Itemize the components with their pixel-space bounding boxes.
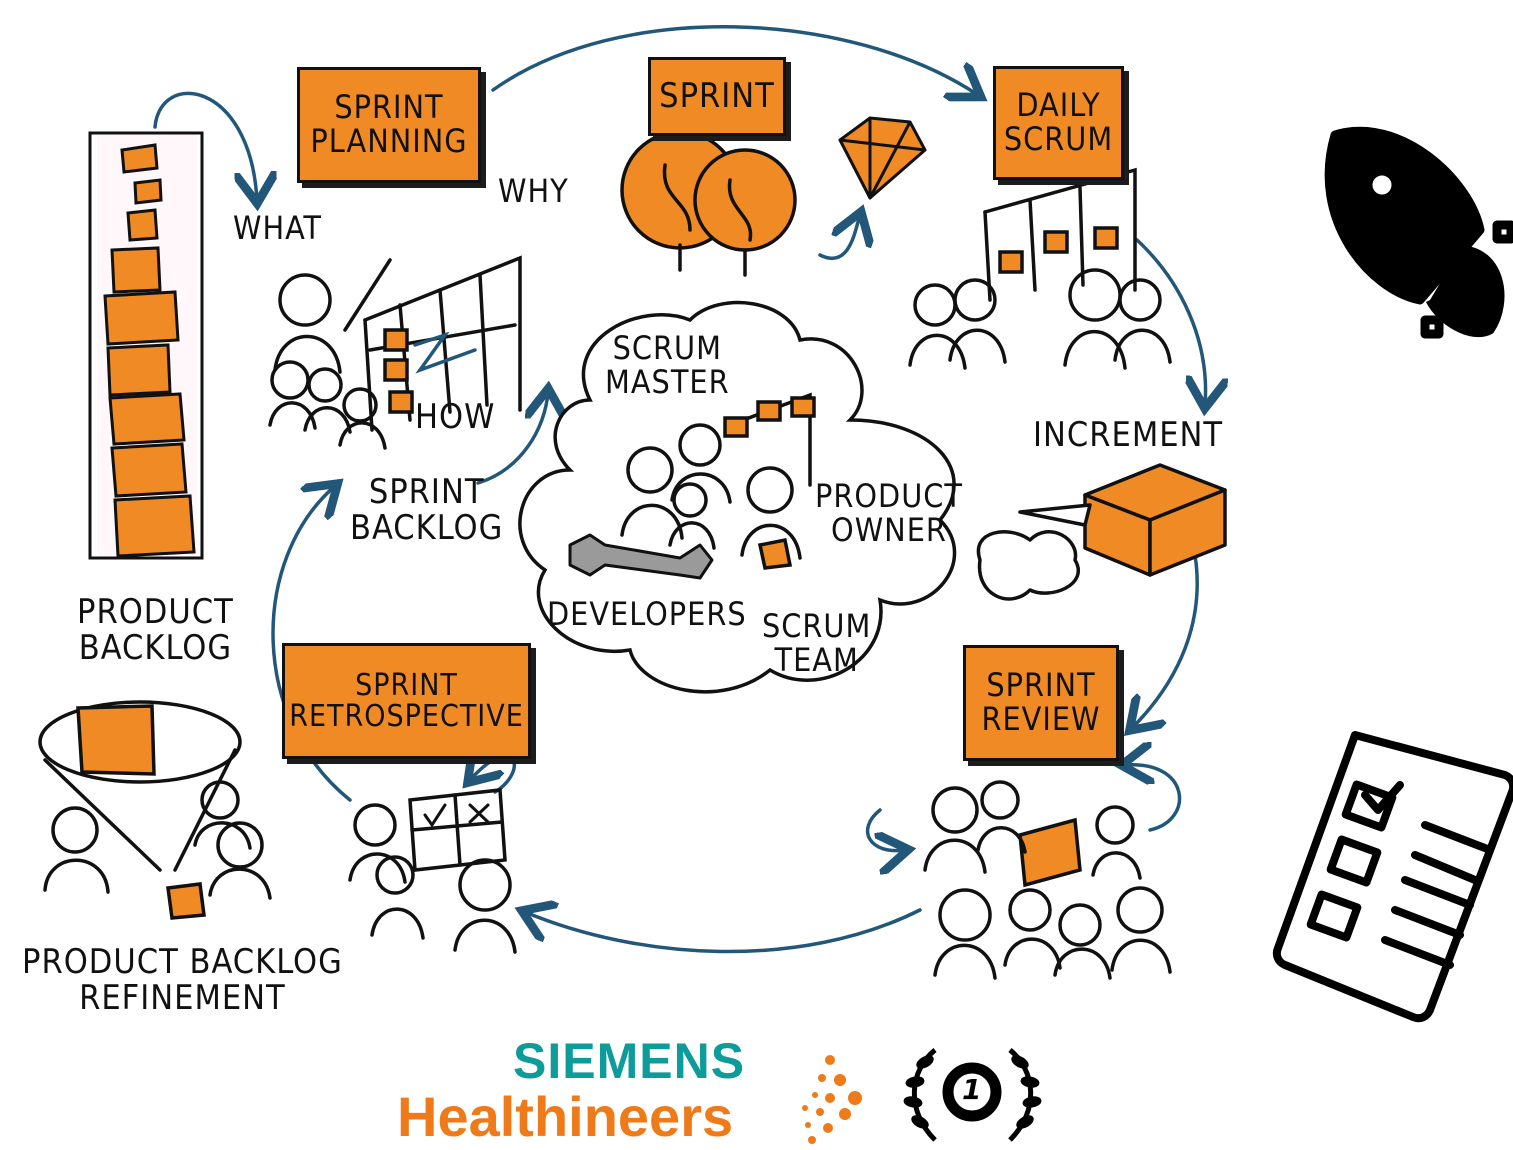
what-label: WHAT: [233, 209, 322, 247]
laurel-badge-icon: [903, 1048, 1042, 1142]
product-backlog-label: PRODUCT BACKLOG: [77, 592, 234, 668]
product-owner-label: PRODUCT OWNER: [815, 477, 963, 549]
badge-number: 1: [962, 1073, 982, 1106]
sprint-backlog-label: SPRINT BACKLOG: [350, 472, 504, 548]
cycle-arrows: [153, 25, 1206, 954]
healthineers-logo-text: Healthineers: [397, 1085, 734, 1148]
why-label: WHY: [498, 172, 569, 210]
sprint-review-label: SPRINT REVIEW: [981, 666, 1101, 738]
review-group: [923, 780, 1172, 980]
healthineers-dots-icon: [802, 1055, 862, 1144]
rocket-box-icon: [976, 463, 1227, 601]
planning-board: [268, 255, 522, 450]
developers-label: DEVELOPERS: [547, 595, 747, 633]
diamond-icon: [838, 116, 927, 200]
sprint-retrospective-label: SPRINT RETROSPECTIVE: [289, 667, 524, 734]
sprint-label: SPRINT: [659, 75, 775, 116]
daily-scrum-board: [908, 167, 1172, 370]
scrum-team-label: SCRUM TEAM: [762, 607, 872, 679]
scrum-master-label: SCRUM MASTER: [605, 329, 730, 401]
product-backlog-refinement-label: PRODUCT BACKLOG REFINEMENT: [22, 942, 343, 1018]
product-backlog-tower: [88, 131, 204, 560]
sprint-review-box: SPRINT REVIEW: [963, 645, 1119, 761]
wrench-icon: [568, 533, 714, 580]
retrospective-board: [348, 788, 517, 954]
checklist-icon: [1272, 731, 1513, 1023]
sprint-box: SPRINT: [648, 57, 786, 136]
sprint-planning-label: SPRINT PLANNING: [310, 88, 468, 160]
refinement-funnel: [38, 700, 272, 920]
daily-scrum-box: DAILY SCRUM: [993, 66, 1124, 180]
scrum-team-people: [620, 392, 816, 570]
sprint-retrospective-box: SPRINT RETROSPECTIVE: [282, 643, 531, 759]
how-label: HOW: [415, 397, 496, 437]
siemens-logo-text: SIEMENS: [513, 1033, 746, 1089]
rocket-icon: [1324, 126, 1513, 339]
lightbulb-icon: [620, 130, 797, 277]
scrum-team-cloud: [518, 300, 957, 694]
sprint-planning-box: SPRINT PLANNING: [297, 67, 481, 183]
increment-label: INCREMENT: [1033, 415, 1224, 455]
daily-scrum-label: DAILY SCRUM: [1003, 86, 1114, 158]
